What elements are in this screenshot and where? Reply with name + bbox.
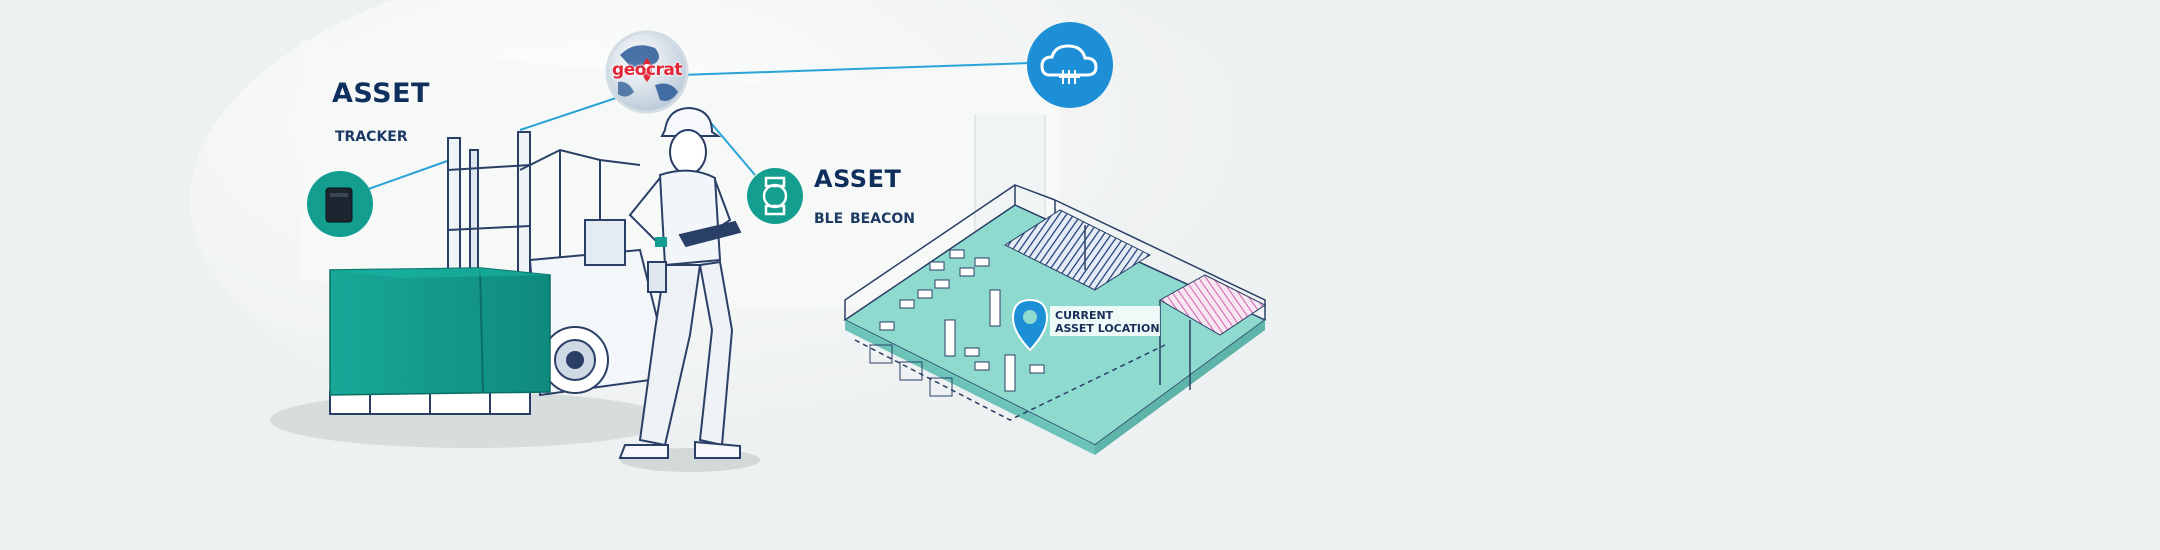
tracker-subtitle: TRACKER	[335, 129, 408, 145]
location-pin-icon	[1011, 298, 1049, 352]
geocrat-logo-text: geocrat	[612, 60, 682, 80]
beacon-title: ASSET	[814, 165, 902, 193]
geocrat-logo	[605, 30, 689, 114]
beacon-subtitle-beacon: BEACON	[850, 211, 915, 227]
location-label-line1: CURRENT	[1055, 309, 1114, 322]
cloud-icon	[1027, 22, 1113, 108]
beacon-subtitle-ble: BLE	[814, 211, 844, 227]
tracker-device-icon	[307, 171, 373, 237]
location-label-line2: ASSET LOCATION	[1055, 322, 1160, 335]
tracker-title: ASSET	[332, 78, 430, 109]
worker	[618, 106, 742, 459]
location-label-bg	[1050, 306, 1160, 336]
smartwatch-icon	[747, 168, 803, 224]
pallet-crate	[329, 267, 551, 415]
